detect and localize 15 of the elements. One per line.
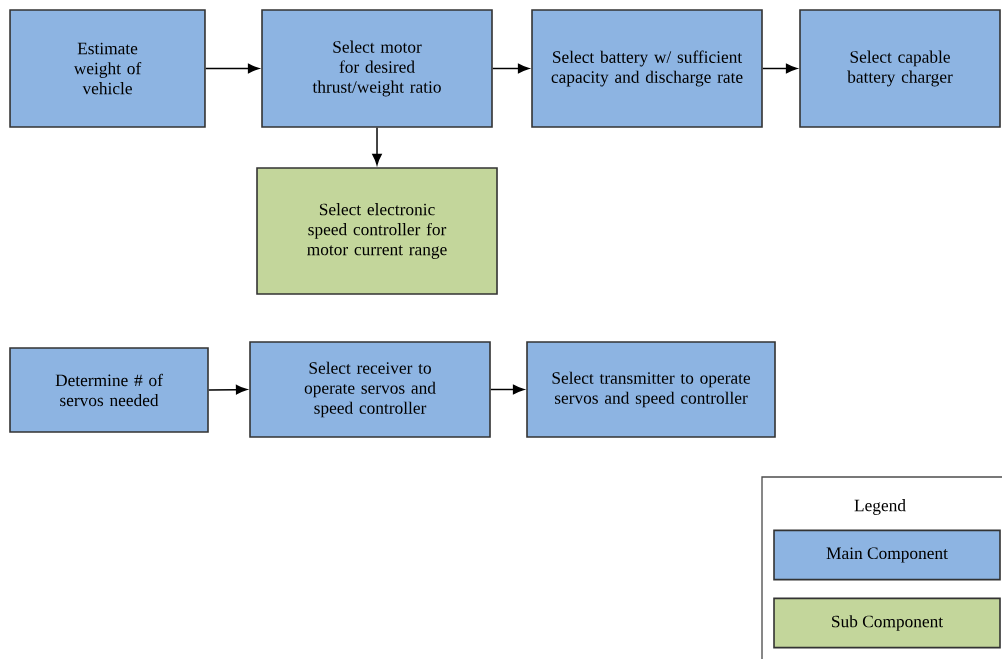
- process-box: Determine # of servos needed: [9, 347, 209, 433]
- process-box: Select battery w/ sufficient capacity and discharge rate: [531, 9, 763, 128]
- arrow: [372, 127, 382, 166]
- process-box: Estimate weight of vehicle: [9, 9, 206, 128]
- arrow: [205, 63, 260, 74]
- arrow: [490, 384, 525, 395]
- subprocess-box: Select electronic speed controller for motor current range: [256, 167, 498, 295]
- arrow: [762, 63, 798, 74]
- arrow: [492, 63, 530, 74]
- process-box: Select motor for desired thrust/weight ratio: [261, 9, 493, 128]
- process-box: Select receiver to operate servos and speed controller: [249, 341, 491, 438]
- process-box: Select transmitter to operate servos and speed controller: [526, 341, 776, 438]
- legend-title: Legend: [854, 499, 906, 515]
- process-box: Select capable battery charger: [799, 9, 1001, 128]
- arrow: [208, 384, 248, 395]
